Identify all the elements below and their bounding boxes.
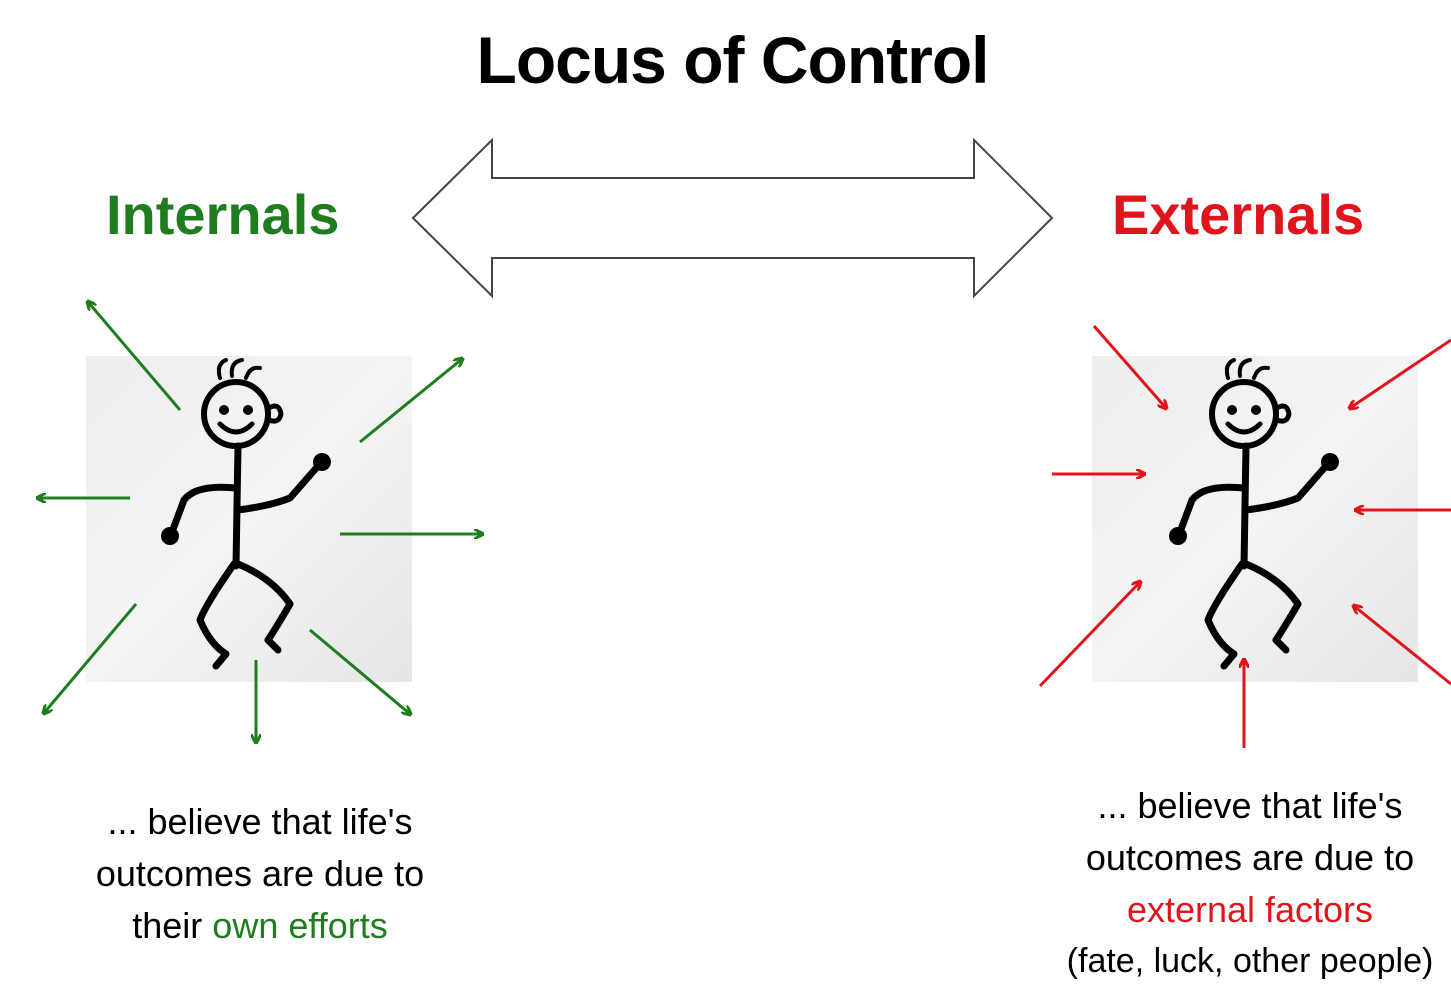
externals-inward-arrows [1038,325,1451,748]
arrow-in-from-down-left [1038,582,1140,688]
internals-figure [86,356,412,682]
double-headed-arrow-icon [411,137,1054,299]
internals-caption-line2: outcomes are due to [95,853,425,894]
internals-caption: ... believe that life's outcomes are due… [40,796,480,952]
internals-outward-arrows [38,302,482,742]
externals-heading: Externals [1112,183,1365,246]
internals-caption-line1: ... believe that life's [107,801,413,842]
arrow-out-up-right [359,359,462,444]
externals-figure-background [1092,356,1418,682]
arrow-in-from-up-right [1350,338,1451,408]
arrow-out-down-right [309,628,410,714]
arrow-out-up-left [88,302,182,411]
externals-caption-line2: outcomes are due to [1085,837,1415,878]
arrow-in-from-up-left [1092,325,1166,408]
internals-figure-background [86,356,412,682]
internals-caption-highlight: own efforts [212,905,388,946]
internals-caption-prefix: their [132,905,213,946]
externals-figure [1092,356,1418,682]
externals-caption-highlight: external factors [1126,889,1374,930]
diagram-title: Locus of Control [476,23,990,97]
externals-caption-note: (fate, luck, other people) [1066,942,1434,980]
internals-heading: Internals [106,183,340,246]
arrow-out-down-left [44,603,138,713]
externals-caption-line1: ... believe that life's [1097,785,1403,826]
internals-caption-line3: their own efforts [40,900,480,952]
externals-caption: ... believe that life's outcomes are due… [1030,780,1451,986]
arrow-in-from-down-right [1354,606,1451,686]
